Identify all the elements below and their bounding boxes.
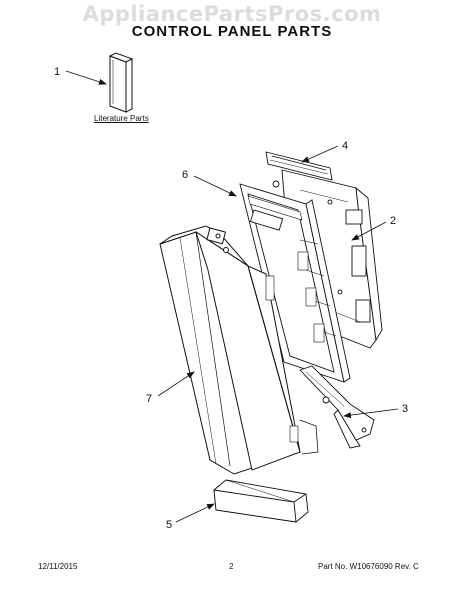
callout-7: 7	[146, 393, 152, 405]
callout-leaders	[65, 70, 399, 523]
literature-parts-label: Literature Parts	[94, 114, 149, 123]
callout-1: 1	[54, 66, 60, 78]
footer-page-number: 2	[229, 562, 234, 571]
display-frame	[239, 180, 351, 383]
callout-4: 4	[342, 140, 348, 152]
callout-3: 3	[402, 403, 408, 415]
callout-6: 6	[182, 169, 188, 181]
callout-2: 2	[390, 215, 396, 227]
callout-5: 5	[166, 519, 172, 531]
front-control-panel	[159, 225, 319, 475]
top-plate	[265, 151, 333, 181]
bottom-end-cap	[213, 479, 309, 523]
side-bracket	[299, 365, 375, 449]
watermark: AppliancePartsPros.com	[82, 2, 382, 26]
footer-part-number: Part No. W10676090 Rev. C	[318, 562, 419, 571]
page-title: CONTROL PANEL PARTS	[131, 23, 333, 40]
footer-date: 12/11/2015	[38, 562, 78, 571]
literature-booklet	[108, 52, 134, 113]
